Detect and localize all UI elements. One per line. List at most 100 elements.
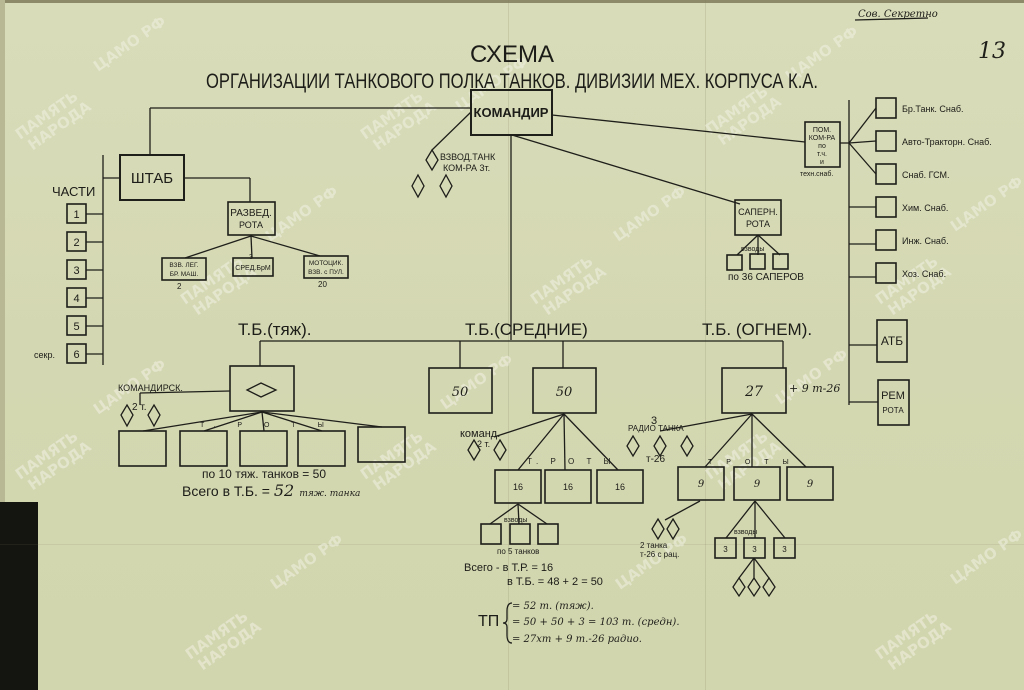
medium-platoons-note: по 5 танков	[497, 547, 539, 556]
tank-diamond-icon	[439, 173, 453, 199]
medium-tank-company-box	[596, 469, 644, 504]
connector-line	[664, 500, 701, 521]
connector-line	[517, 413, 565, 471]
tank-diamond-icon	[762, 576, 776, 598]
scan-background-strip	[0, 502, 38, 690]
deputy-label-line: ПОМ.	[813, 127, 831, 134]
page-number: 13	[978, 39, 1006, 64]
classification-underline	[854, 17, 929, 21]
heavy-note: по 10 тяж. танков = 50	[202, 467, 326, 481]
flame-tank-company-box	[677, 466, 725, 501]
watermark-archive: ЦАМО РФ	[947, 525, 1024, 588]
paper-left-edge	[0, 0, 5, 502]
recon-sub-count: 20	[318, 280, 327, 289]
watermark-project: ПАМЯТЬ НАРОДА	[182, 607, 265, 674]
heavy-command-count: 2 т.	[132, 402, 147, 413]
connector-line	[489, 503, 519, 525]
heavy-command-label: КОМАНДИРСК.	[118, 383, 183, 393]
supply-service-label: Инж. Снаб.	[902, 236, 949, 246]
tank-diamond-icon	[245, 382, 278, 398]
deputy-label-line: КОМ-РА	[809, 135, 836, 142]
heavy-total: Всего в Т.Б. = 52 тяж. танка	[182, 481, 360, 500]
tank-diamond-icon	[493, 438, 507, 462]
recon-light-armored-platoon-box	[161, 257, 207, 281]
flame-platoon-value: 3	[752, 545, 757, 554]
sapper-platoon-box	[749, 253, 766, 270]
watermark-project: ПАМЯТЬ НАРОДА	[872, 607, 955, 674]
connector-line	[261, 411, 265, 432]
atb-box	[876, 319, 908, 363]
deputy-label-line: т.ч.	[817, 151, 827, 158]
connector-line	[757, 234, 781, 256]
flame-reserve-note-2: т-26 с рац.	[640, 550, 679, 559]
recon-sub-label: ВЗВ. с ПУЛ.	[308, 269, 344, 276]
heavy-battalion-title: Т.Б.(тяж).	[238, 320, 312, 339]
medium-company-value: 16	[513, 482, 523, 492]
flame-tank-company-box	[733, 466, 781, 501]
recon-sub-count: 2	[177, 282, 182, 291]
medium-battalion-title: Т.Б.(СРЕДНИЕ)	[465, 320, 588, 339]
commander-platoon-label: ВЗВОД.ТАНК	[440, 152, 496, 162]
flame-platoon-value: 3	[782, 545, 787, 554]
radio-label: РАДИО ТАНКА	[628, 424, 684, 433]
supply-service-label: Хоз. Снаб.	[902, 269, 946, 279]
paper-fold-line	[705, 0, 706, 690]
flame-reserve-note: 2 танка	[640, 541, 668, 550]
watermark-archive: ЦАМО РФ	[947, 172, 1024, 235]
staff-part-number: 6	[73, 349, 79, 361]
summary-line-medium: = 50 + 50 + 3 = 103 т. (средн).	[512, 617, 680, 628]
connector-line	[754, 500, 786, 539]
medium-block-value: 50	[452, 385, 469, 400]
flame-companies-label: Т Р О Т Ы	[708, 459, 795, 466]
connector-line	[659, 413, 753, 432]
atb-label: АТБ	[881, 334, 903, 348]
tank-diamond-icon	[626, 434, 640, 458]
watermark-archive: ЦАМО РФ	[267, 530, 346, 593]
paper-fold-line	[508, 0, 509, 690]
staff-part-number: 5	[73, 321, 79, 333]
summary-line-heavy: = 52 т. (тяж).	[512, 601, 594, 612]
supply-service-box	[875, 97, 897, 119]
medium-platoon-box	[480, 523, 502, 545]
connector-line	[203, 411, 263, 432]
summary-label: ТП	[478, 613, 499, 630]
diagram-title: СХЕМА	[470, 41, 554, 68]
recon-sub-count: 3	[249, 254, 253, 261]
supply-service-box	[875, 196, 897, 218]
sapper-note: по 36 САПЕРОВ	[728, 272, 804, 283]
watermark-archive: ЦАМО РФ	[772, 345, 851, 408]
flame-company-value: 9	[754, 479, 761, 490]
connector-line	[551, 114, 806, 143]
heavy-tank-company-box	[179, 430, 228, 467]
staff-label: ШТАБ	[131, 170, 173, 187]
repair-label-2: РОТА	[882, 406, 904, 415]
tank-diamond-icon	[666, 517, 680, 541]
parts-title: ЧАСТИ	[52, 184, 95, 199]
supply-service-box	[875, 163, 897, 185]
heavy-tank-company-box	[357, 426, 406, 463]
flame-tank-company-box	[786, 466, 834, 501]
connector-line	[142, 411, 263, 432]
repair-company-box	[877, 379, 910, 426]
medium-block-box	[428, 367, 493, 414]
medium-total-battalion: в Т.Б. = 48 + 2 = 50	[507, 576, 603, 588]
commander-label: КОМАНДИР	[474, 105, 549, 120]
medium-company-value: 16	[615, 482, 625, 492]
connector-line	[751, 413, 807, 468]
heavy-tank-company-box	[239, 430, 288, 467]
connector-line	[184, 235, 252, 259]
secret-part-label: секр.	[34, 350, 55, 360]
staff-part-number: 2	[73, 237, 79, 249]
tank-diamond-icon	[411, 173, 425, 199]
medium-block-value: 50	[556, 385, 573, 400]
medium-command-label: команд.	[460, 428, 500, 440]
tank-diamond-icon	[147, 403, 161, 428]
deputy-label-line: и	[820, 159, 824, 166]
watermark-project: ПАМЯТЬ НАРОДА	[357, 427, 440, 494]
medium-tank-company-box	[494, 469, 542, 504]
flame-company-value: 9	[807, 479, 814, 490]
connector-line	[563, 413, 566, 471]
sapper-label-2: РОТА	[746, 219, 770, 229]
